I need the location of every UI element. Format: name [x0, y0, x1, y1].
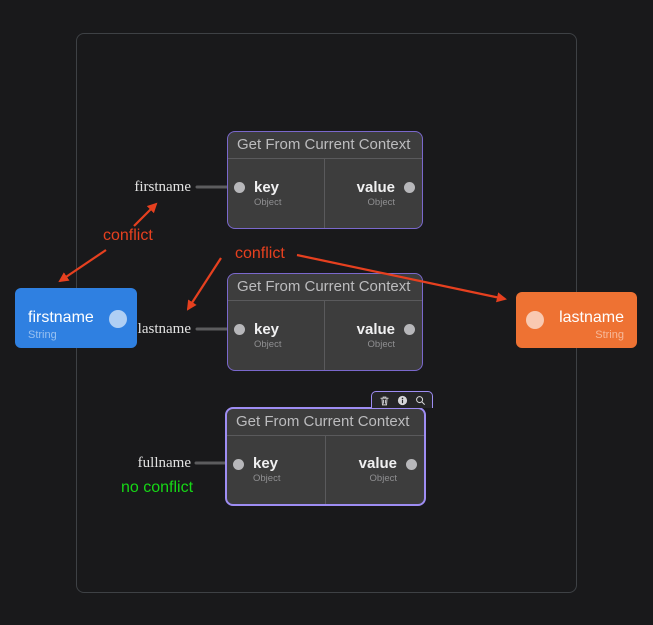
key-port-label: key — [253, 455, 279, 472]
value-output-port[interactable] — [406, 458, 417, 470]
value-port-type: Object — [367, 196, 395, 208]
value-port-label: value — [358, 455, 397, 472]
node-title: Get From Current Context — [228, 132, 422, 159]
key-port-type: Object — [253, 473, 281, 484]
key-port-type: Object — [254, 338, 282, 350]
value-output-port[interactable] — [404, 324, 415, 335]
context-node-firstname[interactable]: Get From Current Context key Object valu… — [227, 131, 423, 229]
key-port-label: key — [254, 320, 280, 338]
conflict-label-top: conflict — [103, 227, 153, 244]
value-port-type: Object — [367, 338, 395, 350]
variable-type: String — [595, 329, 624, 341]
delete-node-button[interactable] — [378, 394, 390, 406]
firstname-output-port[interactable] — [109, 310, 127, 328]
row-label-firstname: firstname — [134, 179, 191, 195]
value-port-type: Object — [369, 473, 397, 484]
value-output-port[interactable] — [404, 182, 415, 193]
lastname-variable-node[interactable]: lastname String — [516, 292, 637, 348]
key-input-port[interactable] — [234, 324, 245, 335]
search-icon — [415, 395, 425, 405]
conflict-label-middle: conflict — [235, 245, 285, 262]
variable-name: firstname — [28, 309, 94, 326]
search-button[interactable] — [414, 394, 426, 406]
node-title: Get From Current Context — [228, 274, 422, 301]
context-node-fullname[interactable]: Get From Current Context key Object valu… — [225, 391, 433, 506]
node-title: Get From Current Context — [227, 409, 424, 436]
variable-name: lastname — [559, 309, 624, 326]
info-icon — [397, 395, 407, 405]
value-port-label: value — [356, 178, 395, 196]
firstname-variable-node[interactable]: firstname String — [15, 288, 137, 348]
info-button[interactable] — [396, 394, 408, 406]
key-port-label: key — [254, 178, 280, 196]
key-port-type: Object — [254, 196, 282, 208]
no-conflict-label: no conflict — [121, 479, 194, 496]
row-label-lastname: lastname — [137, 321, 191, 337]
lastname-input-port[interactable] — [526, 311, 544, 329]
key-input-port[interactable] — [233, 458, 244, 470]
row-label-fullname: fullname — [137, 455, 191, 471]
value-port-label: value — [356, 320, 395, 338]
context-node-lastname[interactable]: Get From Current Context key Object valu… — [227, 273, 423, 371]
variable-type: String — [28, 329, 57, 341]
key-input-port[interactable] — [234, 182, 245, 193]
node-toolbar — [371, 391, 433, 408]
trash-icon — [379, 396, 389, 405]
